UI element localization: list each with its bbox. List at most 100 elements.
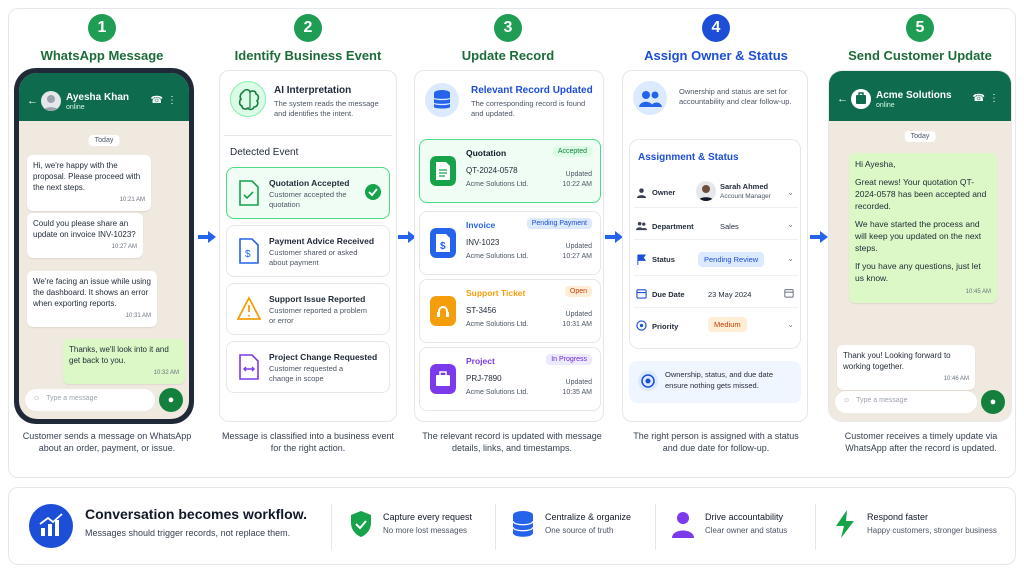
message-text: We have started the process and will kee… (855, 219, 982, 253)
record-panel-title: Relevant Record Updated (471, 85, 593, 96)
due-date-row[interactable]: Due Date 23 May 2024 (634, 280, 798, 308)
step-3-caption: The relevant record is updated with mess… (422, 431, 602, 453)
back-arrow-icon[interactable]: ← (27, 95, 38, 107)
contact-name: Acme Solutions (876, 90, 952, 101)
document-check-icon (239, 180, 259, 206)
database-icon (512, 511, 534, 537)
business-phone: ← Acme Solutions online ☎⋮ Today Hi Ayes… (828, 70, 1012, 422)
record-type-icon (430, 296, 456, 326)
whatsapp-reply-screen: ← Acme Solutions online ☎⋮ Today Hi Ayes… (829, 71, 1011, 421)
business-event-panel: AI Interpretation The system reads the m… (219, 70, 397, 422)
step-2-caption: Message is classified into a business ev… (221, 431, 395, 453)
chevron-down-icon[interactable]: ⌄ (787, 188, 794, 197)
chevron-down-icon[interactable]: ⌄ (787, 254, 794, 263)
status-row[interactable]: Status Pending Review ⌄ (634, 244, 798, 276)
step-3-header: 3 Update Record (408, 14, 608, 63)
contact-name: Ayesha Khan (66, 92, 129, 103)
step-3-title: Update Record (461, 48, 555, 63)
event-title: Quotation Accepted (269, 178, 350, 188)
avatar (41, 91, 61, 111)
event-title: Support Issue Reported (269, 294, 366, 304)
message-text: Thanks, we'll look into it and get back … (69, 345, 169, 365)
person-icon (672, 512, 694, 538)
department-icon (636, 221, 647, 231)
department-row[interactable]: Department Sales ⌄ (634, 212, 798, 240)
emoji-icon[interactable]: ☺ (33, 395, 41, 402)
event-quotation-accepted[interactable]: Quotation Accepted Customer accepted the… (226, 167, 390, 219)
status-label: Status (652, 255, 675, 264)
update-message-bubble: Hi Ayesha, Great news! Your quotation QT… (849, 153, 997, 303)
event-project-change[interactable]: Project Change Requested Customer reques… (226, 341, 390, 393)
change-request-icon (239, 354, 259, 380)
step-1-number: 1 (88, 14, 116, 42)
feature-title: Capture every request (383, 512, 473, 522)
growth-chart-icon (29, 504, 73, 548)
back-arrow-icon[interactable]: ← (837, 93, 848, 105)
assignment-note: Ownership, status, and due date ensure n… (629, 361, 801, 403)
feature-title: Drive accountability (705, 512, 784, 522)
mic-icon[interactable]: ● (981, 390, 1005, 414)
calendar-picker-icon[interactable] (784, 288, 794, 298)
event-payment-advice[interactable]: $ Payment Advice Received Customer share… (226, 225, 390, 277)
due-date-value: 23 May 2024 (708, 290, 752, 299)
summary-headline: Conversation becomes workflow. (85, 506, 307, 522)
assignment-status-card: Assignment & Status Owner Sarah Ahmed Ac… (629, 139, 801, 349)
assignment-intro: Ownership and status are set for account… (679, 87, 792, 106)
step-5-caption: Customer receives a timely update via Wh… (844, 431, 998, 453)
divider (495, 504, 496, 550)
step-5-title: Send Customer Update (848, 48, 992, 63)
feature-description: No more lost messages (383, 526, 468, 535)
due-date-label: Due Date (652, 290, 685, 299)
message-input[interactable]: ☺ Type a message (835, 391, 977, 413)
feature-respond-faster: Respond faster Happy customers, stronger… (833, 508, 1009, 548)
call-menu-icons[interactable]: ☎⋮ (972, 93, 1003, 104)
record-type: Project (466, 356, 495, 366)
ai-title: AI Interpretation (274, 85, 352, 96)
contact-status: online (66, 104, 85, 111)
chevron-down-icon[interactable]: ⌄ (787, 220, 794, 229)
message-time: 10:45 AM (965, 289, 991, 295)
ai-description: The system reads the message and identif… (274, 99, 379, 118)
assignment-heading: Assignment & Status (638, 152, 739, 163)
divider (815, 504, 816, 550)
owner-role: Account Manager (720, 193, 771, 200)
detected-event-label: Detected Event (230, 147, 299, 158)
shield-check-icon (351, 511, 371, 537)
record-id: PRJ-7890 (466, 374, 502, 383)
step-1-caption: Customer sends a message on WhatsApp abo… (22, 431, 192, 453)
step-2-title: Identify Business Event (234, 48, 382, 63)
owner-name: Sarah Ahmed (720, 182, 769, 191)
chevron-down-icon[interactable]: ⌄ (787, 320, 794, 329)
priority-row[interactable]: Priority Medium ⌄ (634, 312, 798, 340)
call-menu-icons[interactable]: ☎⋮ (150, 95, 181, 106)
lightning-icon (836, 510, 854, 538)
message-text: If you have any questions, just let us k… (855, 261, 981, 283)
message-text: Great news! Your quotation QT-2024-0578 … (855, 177, 987, 211)
contact-status: online (876, 102, 895, 109)
step-1-header: 1 WhatsApp Message (2, 14, 202, 63)
step-4-number: 4 (702, 14, 730, 42)
message-input[interactable]: ☺ Type a message (25, 389, 155, 411)
owner-row[interactable]: Owner Sarah Ahmed Account Manager ⌄ (634, 176, 798, 208)
divider (331, 504, 332, 550)
emoji-icon[interactable]: ☺ (843, 397, 851, 404)
step-2-number: 2 (294, 14, 322, 42)
updated-time: 10:22 AM (562, 181, 592, 188)
feature-accountability: Drive accountability Clear owner and sta… (671, 508, 821, 548)
business-logo-icon (851, 89, 871, 109)
message-text: Could you please share an update on invo… (33, 219, 136, 239)
mic-icon[interactable]: ● (159, 388, 183, 412)
record-status-badge: In Progress (546, 354, 592, 365)
customer-phone: ← Ayesha Khan online ☎⋮ Today Hi, we're … (14, 68, 194, 424)
event-support-issue[interactable]: Support Issue Reported Customer reported… (226, 283, 390, 335)
chat-header: ← Acme Solutions online ☎⋮ (829, 71, 1011, 121)
owner-avatar (696, 181, 716, 201)
message-bubble: We're facing an issue while using the da… (27, 271, 157, 327)
